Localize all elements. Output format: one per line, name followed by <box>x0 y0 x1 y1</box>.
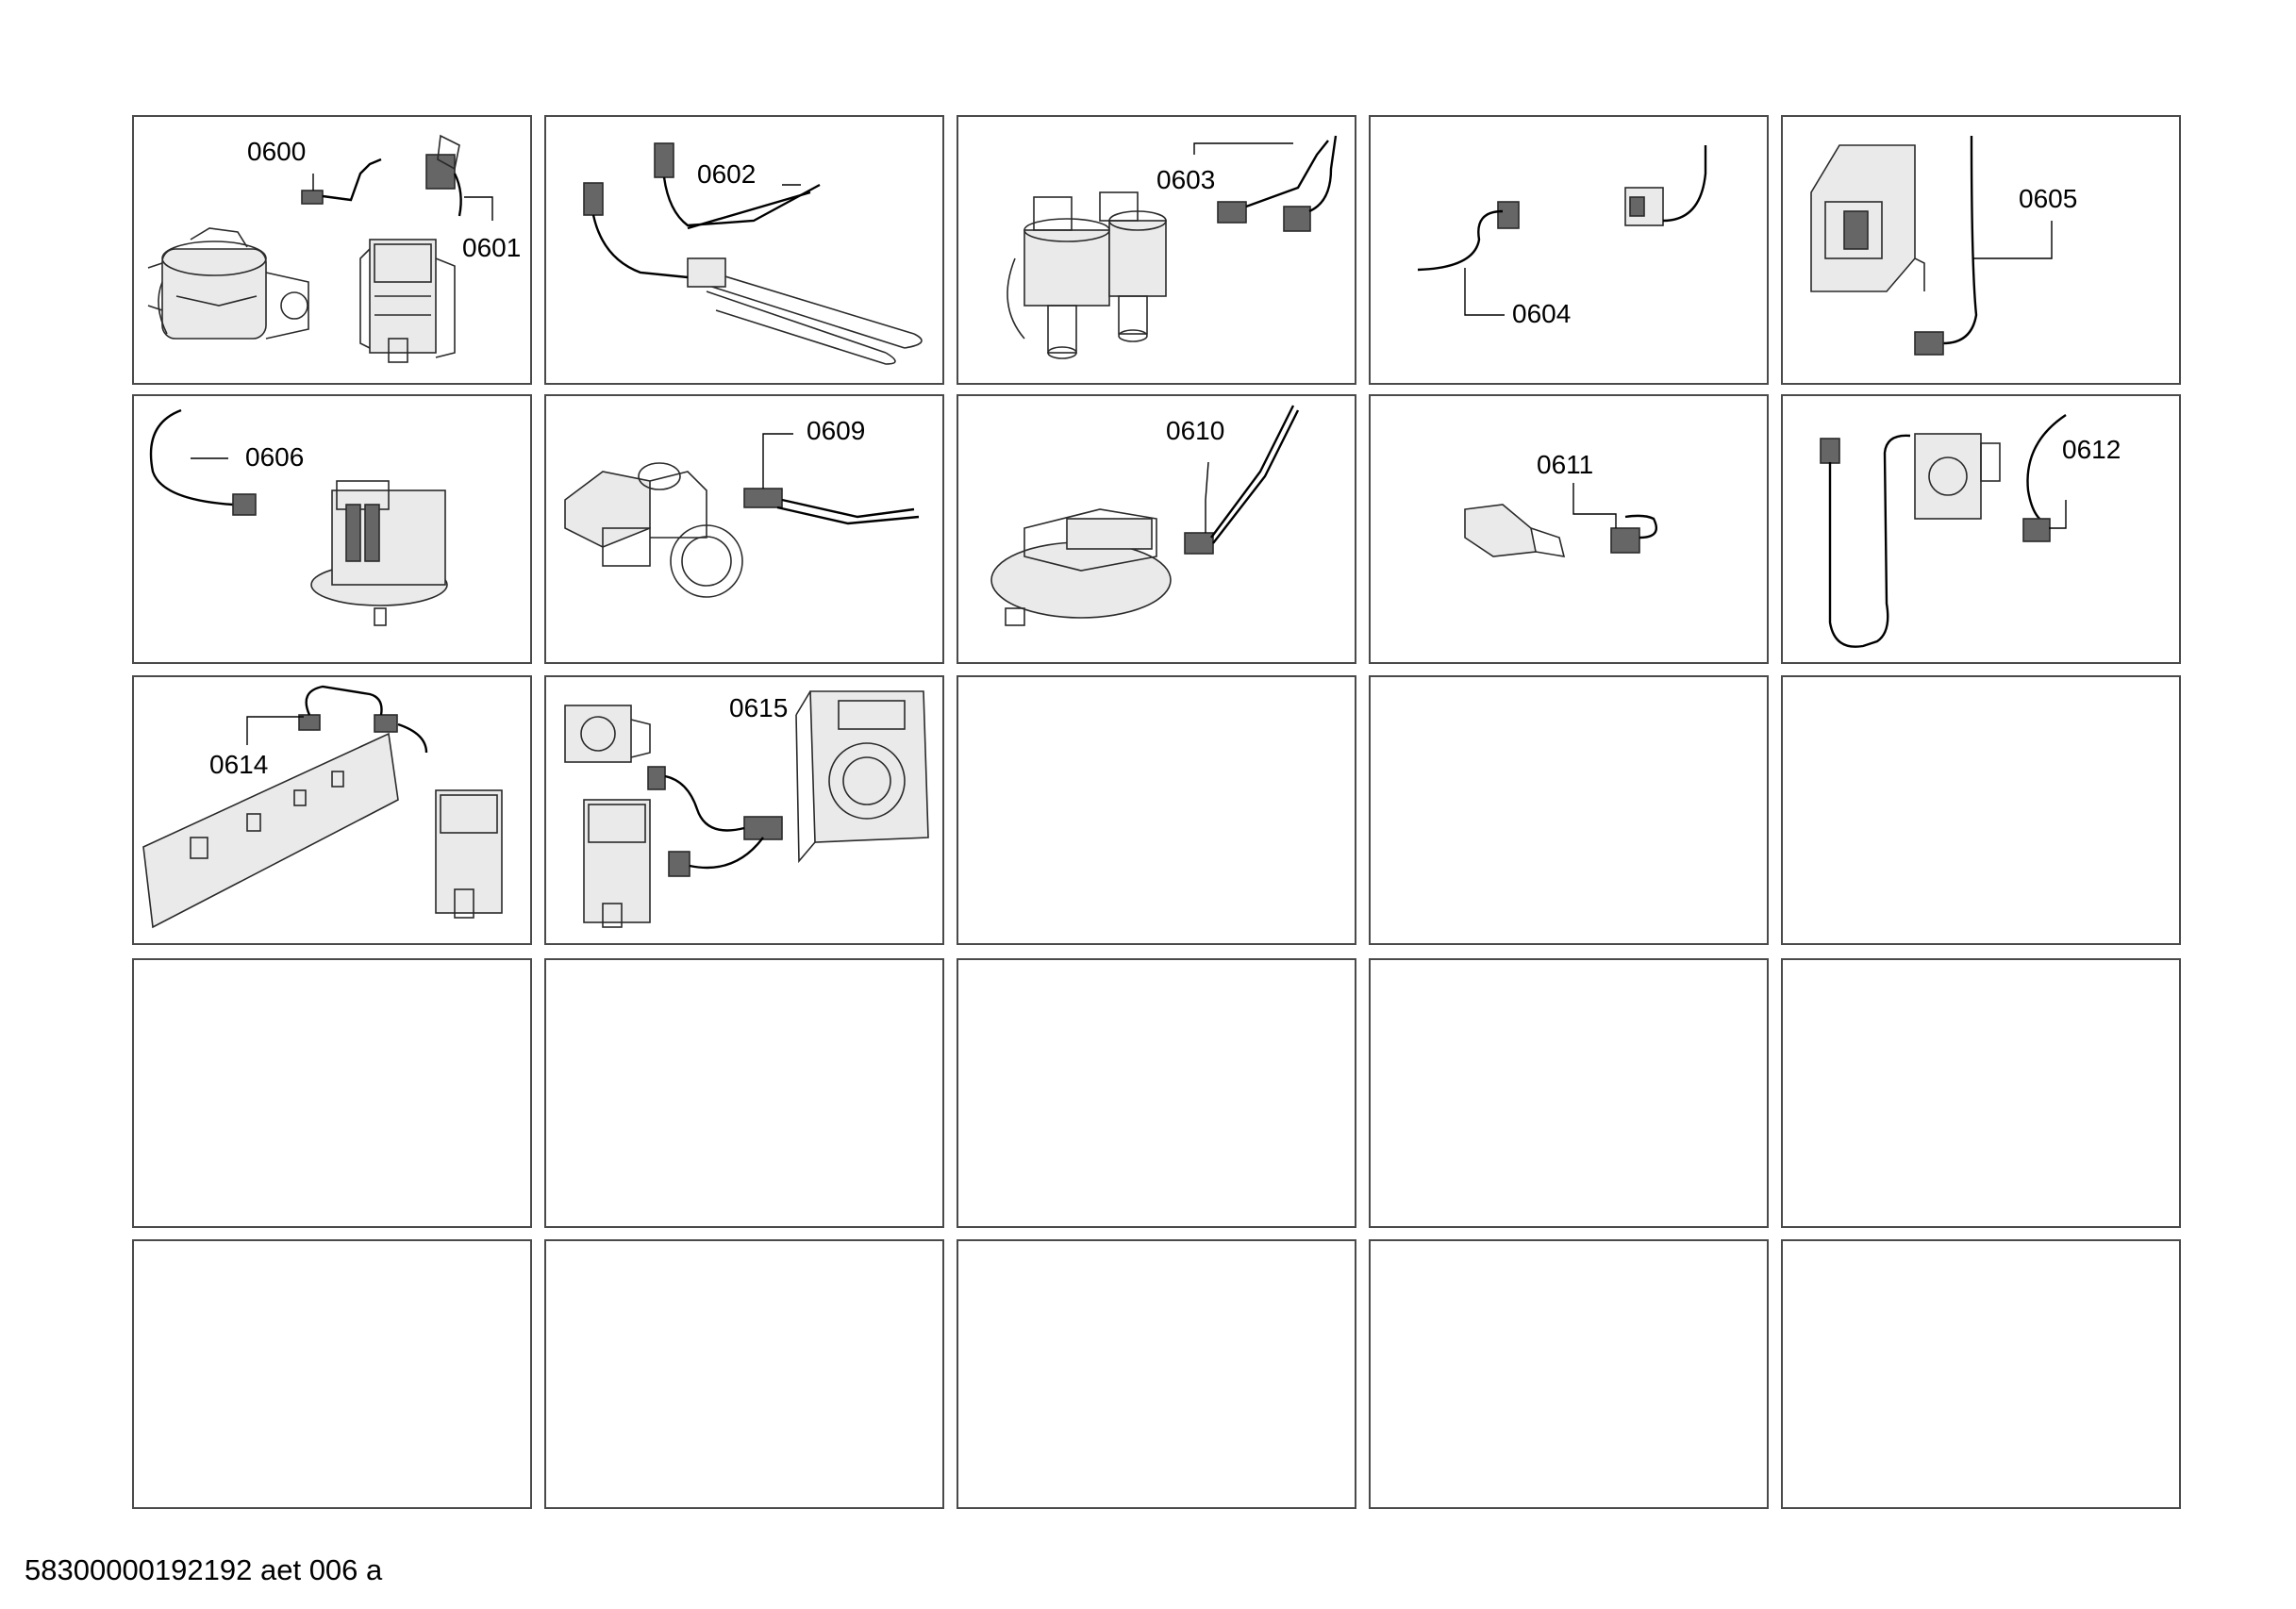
callout-0612[interactable]: 0612 <box>2062 435 2121 464</box>
heater-illustration <box>583 142 923 365</box>
leader-0612 <box>2049 500 2067 529</box>
callout-0604[interactable]: 0604 <box>1512 299 1572 328</box>
callout-0610[interactable]: 0610 <box>1166 416 1225 445</box>
control-module-drawing <box>359 239 456 363</box>
callout-0602[interactable]: 0602 <box>697 159 757 189</box>
diagram-cell-empty <box>957 1239 1356 1509</box>
document-code: 58300000192192 aet 006 a <box>25 1553 383 1586</box>
connector-0601 <box>425 134 462 217</box>
leader-0605 <box>1973 221 2053 259</box>
wire-harness-0611 <box>1610 514 1658 554</box>
pressure-sensor-drawing <box>990 508 1172 626</box>
pressure-switch-drawing <box>310 480 448 626</box>
control-board-illustration <box>142 685 503 929</box>
diagram-cell-empty <box>1781 958 2181 1228</box>
diagram-cell-0611[interactable]: 0611 <box>1369 394 1769 664</box>
drain-pump-drawing <box>564 462 743 598</box>
diagram-cell-0604[interactable]: 0604 <box>1369 115 1769 385</box>
wire-harness-0605 <box>1914 135 1978 356</box>
diagram-cell-0603[interactable]: 0603 <box>957 115 1356 385</box>
leader-0604 <box>1464 268 1505 316</box>
electronic-module-drawing <box>1810 144 1925 292</box>
diagram-cell-0606[interactable]: 0606 <box>132 394 532 664</box>
diagram-cell-0612[interactable]: 0612 <box>1781 394 2181 664</box>
diagram-cell-empty <box>1369 958 1769 1228</box>
hose-drawing <box>1820 434 1911 648</box>
callout-0605[interactable]: 0605 <box>2019 184 2078 213</box>
leader-0611 <box>1572 483 1617 528</box>
wire-harness-0612 <box>2022 414 2067 542</box>
motor-drawing <box>564 705 651 763</box>
control-module-drawing <box>435 789 503 919</box>
diagram-cell-empty <box>1781 1239 2181 1509</box>
diagram-cell-0602[interactable]: 0602 <box>544 115 944 385</box>
leader-0610 <box>1205 461 1209 533</box>
callout-0601[interactable]: 0601 <box>462 233 522 262</box>
callout-0614[interactable]: 0614 <box>209 750 269 779</box>
callout-0609[interactable]: 0609 <box>807 416 866 445</box>
callout-0603[interactable]: 0603 <box>1156 165 1216 194</box>
diagram-cell-empty <box>544 1239 944 1509</box>
heating-element-drawing <box>687 257 923 365</box>
pressure-switch-illustration <box>149 408 448 626</box>
diagram-cell-empty <box>1369 675 1769 945</box>
temperature-sensor-drawing <box>1464 504 1566 557</box>
callout-0611[interactable]: 0611 <box>1537 450 1594 479</box>
valve-block-drawing <box>1914 433 2001 520</box>
hose-and-valve-0612-illustration <box>1820 414 2067 648</box>
diagram-cell-0615[interactable]: 0615 <box>544 675 944 945</box>
callout-0600[interactable]: 0600 <box>247 137 307 166</box>
water-valve-drawing <box>1007 191 1167 359</box>
callout-0606[interactable]: 0606 <box>245 442 305 472</box>
wire-harness-0606 <box>149 408 257 516</box>
leader-0614 <box>246 716 304 745</box>
connector-bracket-drawing <box>1624 145 1707 226</box>
diagram-cell-0605[interactable]: 0605 <box>1781 115 2181 385</box>
valve-illustration <box>1007 135 1338 359</box>
diagram-cell-empty <box>1369 1239 1769 1509</box>
diagram-cell-empty <box>132 958 532 1228</box>
diagram-cell-empty <box>544 958 944 1228</box>
diagram-cell-empty <box>957 675 1356 945</box>
diagram-cell-empty <box>132 1239 532 1509</box>
drain-pump-illustration <box>564 433 920 598</box>
cabinet-drawing <box>795 690 929 864</box>
assembly-0615-illustration <box>564 690 929 928</box>
module-0605-illustration <box>1810 135 2053 356</box>
wire-harness-0602 <box>583 142 821 279</box>
wire-harness-0604 <box>1417 201 1520 272</box>
wire-harness-0614 <box>298 685 428 754</box>
leader-0603 <box>1193 142 1293 155</box>
leader-0601 <box>464 196 493 221</box>
wire-harness-0609 <box>743 488 920 525</box>
diagram-cell-0609[interactable]: 0609 <box>544 394 944 664</box>
control-module-drawing <box>583 799 651 928</box>
control-board-drawing <box>142 732 399 929</box>
wire-harness-0603 <box>1217 135 1338 232</box>
pressure-sensor-illustration <box>990 405 1300 626</box>
sensor-0611-illustration <box>1464 483 1658 557</box>
callout-0615[interactable]: 0615 <box>729 693 789 722</box>
diagram-cell-empty <box>957 958 1356 1228</box>
leader-0609 <box>762 433 793 489</box>
motor-and-module-illustration <box>147 134 493 363</box>
harness-0604-illustration <box>1417 145 1707 316</box>
diagram-cell-0614[interactable]: 0614 <box>132 675 532 945</box>
wire-0600 <box>301 158 382 205</box>
wire-harness-0610 <box>1184 405 1300 555</box>
diagram-cell-0600-0601[interactable]: 0600 0601 <box>132 115 532 385</box>
motor-drawing <box>147 227 309 340</box>
wire-harness-0615 <box>647 766 783 877</box>
diagram-cell-0610[interactable]: 0610 <box>957 394 1356 664</box>
diagram-cell-empty <box>1781 675 2181 945</box>
